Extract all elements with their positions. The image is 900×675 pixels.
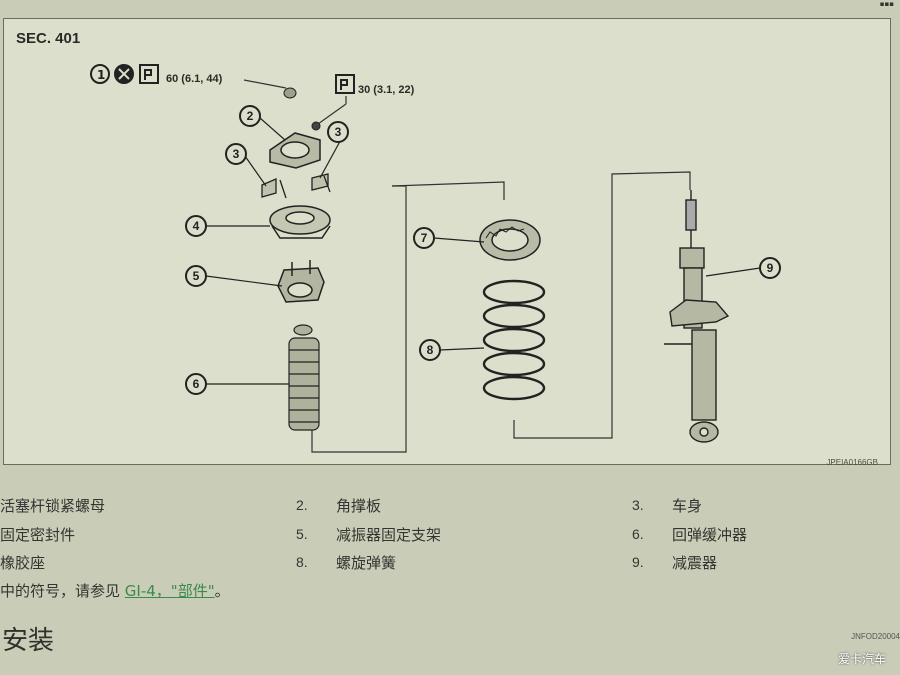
torque-symbols-2 xyxy=(335,74,355,94)
callout-6: 6 xyxy=(193,377,200,391)
rubber-seat xyxy=(479,219,541,261)
callout-2: 2 xyxy=(247,109,254,123)
callout-3b: 3 xyxy=(233,147,240,161)
callout-9: 9 xyxy=(767,261,774,275)
callouts xyxy=(185,105,781,395)
corner-mark: ▪▪▪ xyxy=(879,0,894,8)
figure-code: JPEIA0166GB xyxy=(826,458,878,467)
watermark-logo: 爱卡汽车 xyxy=(837,652,886,666)
legend-item-6: 回弹缓冲器 xyxy=(672,526,748,544)
legend-item-2: 角撑板 xyxy=(336,497,382,515)
coil-spring xyxy=(482,279,546,401)
note-prefix: 中的符号，请参见 xyxy=(0,582,121,600)
legend-num-5: 5. xyxy=(296,526,308,542)
gi-4-component-link[interactable]: GI-4，"部件" xyxy=(124,582,215,600)
legend-num-9: 9. xyxy=(632,554,644,570)
callout-8: 8 xyxy=(427,343,434,357)
legend-item-8: 螺旋弹簧 xyxy=(336,554,397,572)
torque-spec-2: 30 (3.1, 22) xyxy=(358,84,415,96)
strut-mount xyxy=(277,260,325,303)
legend-num-2: 2. xyxy=(296,497,308,513)
legend-num-6: 6. xyxy=(632,526,644,542)
legend-item-9: 减震器 xyxy=(672,554,718,572)
callout-4: 4 xyxy=(193,219,200,233)
legend-item-4: 固定密封件 xyxy=(0,526,76,544)
mounting-seal xyxy=(269,205,331,239)
shock-absorber xyxy=(664,190,730,443)
symbol-reference-note: 中的符号，请参见 GI-4，"部件"。 xyxy=(0,580,230,601)
torque-symbols-1 xyxy=(90,64,159,84)
torque-spec-1: 60 (6.1, 44) xyxy=(166,73,223,85)
callout-5: 5 xyxy=(193,269,200,283)
section-code: SEC. 401 xyxy=(16,30,81,47)
rebound-bumper xyxy=(288,324,320,431)
lock-nut xyxy=(283,87,321,131)
legend-item-1: 活塞杆锁紧螺母 xyxy=(0,497,106,515)
assembly-brackets xyxy=(311,171,691,453)
legend-item-5: 减振器固定支架 xyxy=(336,526,442,544)
diagram-panel xyxy=(3,18,891,465)
legend-item-7: 橡胶座 xyxy=(0,554,46,572)
legend-num-8: 8. xyxy=(296,554,308,570)
callout-1-label: 1 xyxy=(97,68,105,82)
page-code: JNFOD20004 xyxy=(851,632,900,641)
body-bracket xyxy=(261,173,331,199)
gusset-plate xyxy=(269,132,321,169)
section-heading: 安装 xyxy=(2,626,55,656)
note-suffix: 。 xyxy=(214,582,230,600)
legend-num-3: 3. xyxy=(632,497,644,513)
callout-3a: 3 xyxy=(335,125,342,139)
callout-7: 7 xyxy=(421,231,428,245)
legend-item-3: 车身 xyxy=(672,497,703,515)
